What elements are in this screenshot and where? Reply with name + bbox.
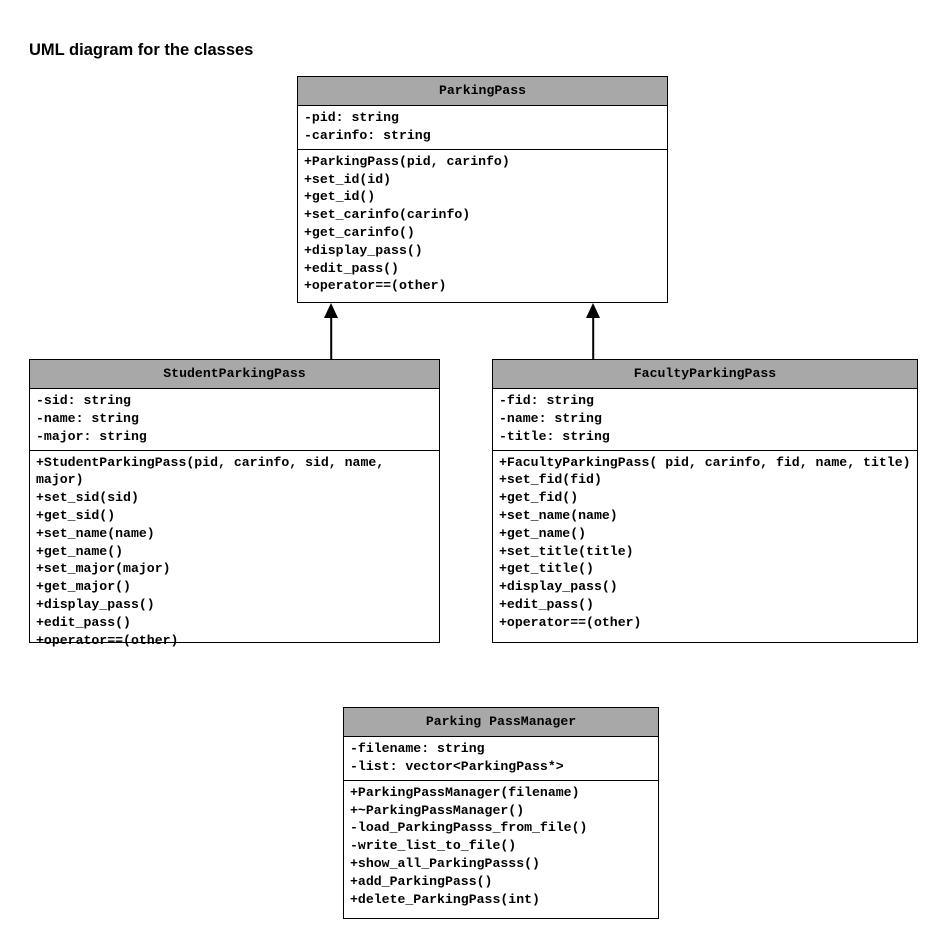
arrow-shaft	[330, 316, 332, 360]
attribute-row: -filename: string	[350, 741, 485, 757]
section-filler	[344, 908, 658, 922]
attributes-section-parkingpassmanager: -filename: string -list: vector<ParkingP…	[344, 737, 658, 781]
uml-class-studentparkingpass[interactable]: StudentParkingPass -sid: string -name: s…	[29, 359, 440, 648]
method-row: +get_major()	[36, 579, 131, 595]
methods-section-parkingpassmanager: +ParkingPassManager(filename) +~ParkingP…	[344, 781, 658, 927]
method-row: +FacultyParkingPass( pid, carinfo, fid, …	[499, 454, 911, 470]
method-row: +ParkingPassManager(filename)	[350, 784, 580, 800]
generalization-arrow-faculty-to-parkingpass	[585, 303, 601, 360]
method-row: +get_id()	[304, 189, 376, 205]
method-row: +ParkingPass(pid, carinfo)	[304, 153, 510, 169]
attribute-row: -major: string	[36, 428, 147, 444]
class-name-parkingpassmanager: Parking PassManager	[344, 708, 658, 738]
arrowhead-triangle-icon	[586, 303, 600, 318]
class-name-studentparkingpass: StudentParkingPass	[30, 360, 439, 390]
method-row: +display_pass()	[499, 579, 618, 595]
method-row: +set_carinfo(carinfo)	[304, 207, 471, 223]
method-row: -write_list_to_file()	[350, 838, 517, 854]
method-row: +operator==(other)	[304, 278, 447, 294]
attribute-row: -title: string	[499, 428, 610, 444]
method-row: +display_pass()	[36, 596, 155, 612]
method-row: +show_all_ParkingPasss()	[350, 855, 540, 871]
section-filler	[298, 295, 667, 309]
method-row: +get_title()	[499, 561, 594, 577]
attribute-row: -carinfo: string	[304, 128, 431, 143]
method-row: +get_sid()	[36, 507, 116, 523]
method-row: +StudentParkingPass(pid, carinfo, sid, n…	[36, 454, 393, 488]
method-row: +edit_pass()	[36, 614, 131, 630]
attributes-section-facultyparkingpass: -fid: string -name: string -title: strin…	[493, 389, 917, 451]
method-row: +~ParkingPassManager()	[350, 802, 525, 818]
method-row: +delete_ParkingPass(int)	[350, 891, 540, 907]
method-row: +set_sid(sid)	[36, 490, 139, 506]
method-row: +set_fid(fid)	[499, 472, 602, 488]
method-row: +set_id(id)	[304, 171, 392, 187]
attribute-row: -sid: string	[36, 393, 131, 409]
methods-section-studentparkingpass: +StudentParkingPass(pid, carinfo, sid, n…	[30, 451, 439, 654]
method-row: +set_title(title)	[499, 543, 634, 559]
attribute-row: -list: vector<ParkingPass*>	[350, 759, 564, 774]
arrowhead-triangle-icon	[324, 303, 338, 318]
method-row: +get_fid()	[499, 490, 579, 506]
method-row: +get_name()	[36, 543, 124, 559]
method-row: +set_name(name)	[499, 507, 618, 523]
methods-section-parkingpass: +ParkingPass(pid, carinfo) +set_id(id) +…	[298, 150, 667, 313]
attribute-row: -pid: string	[304, 110, 399, 126]
uml-class-parkingpass[interactable]: ParkingPass -pid: string -carinfo: strin…	[297, 76, 668, 303]
attribute-row: -name: string	[499, 411, 602, 426]
method-row: +add_ParkingPass()	[350, 873, 493, 889]
page-title: UML diagram for the classes	[29, 41, 254, 59]
attributes-section-parkingpass: -pid: string -carinfo: string	[298, 106, 667, 150]
method-row: +display_pass()	[304, 242, 423, 258]
method-row: -load_ParkingPasss_from_file()	[350, 820, 588, 836]
method-row: +operator==(other)	[499, 614, 642, 630]
method-row: +get_name()	[499, 525, 587, 541]
uml-class-facultyparkingpass[interactable]: FacultyParkingPass -fid: string -name: s…	[492, 359, 918, 643]
attribute-row: -fid: string	[499, 393, 594, 409]
uml-class-parkingpassmanager[interactable]: Parking PassManager -filename: string -l…	[343, 707, 659, 919]
method-row: +edit_pass()	[304, 260, 399, 276]
method-row: +set_name(name)	[36, 525, 155, 541]
attributes-section-studentparkingpass: -sid: string -name: string -major: strin…	[30, 389, 439, 451]
class-name-facultyparkingpass: FacultyParkingPass	[493, 360, 917, 390]
method-row: +get_carinfo()	[304, 224, 415, 240]
methods-section-facultyparkingpass: +FacultyParkingPass( pid, carinfo, fid, …	[493, 451, 917, 636]
method-row: +set_major(major)	[36, 561, 171, 577]
generalization-arrow-student-to-parkingpass	[323, 303, 339, 360]
arrow-shaft	[592, 316, 594, 360]
method-row: +edit_pass()	[499, 596, 594, 612]
method-row: +operator==(other)	[36, 632, 179, 648]
attribute-row: -name: string	[36, 411, 139, 426]
class-name-parkingpass: ParkingPass	[298, 77, 667, 107]
